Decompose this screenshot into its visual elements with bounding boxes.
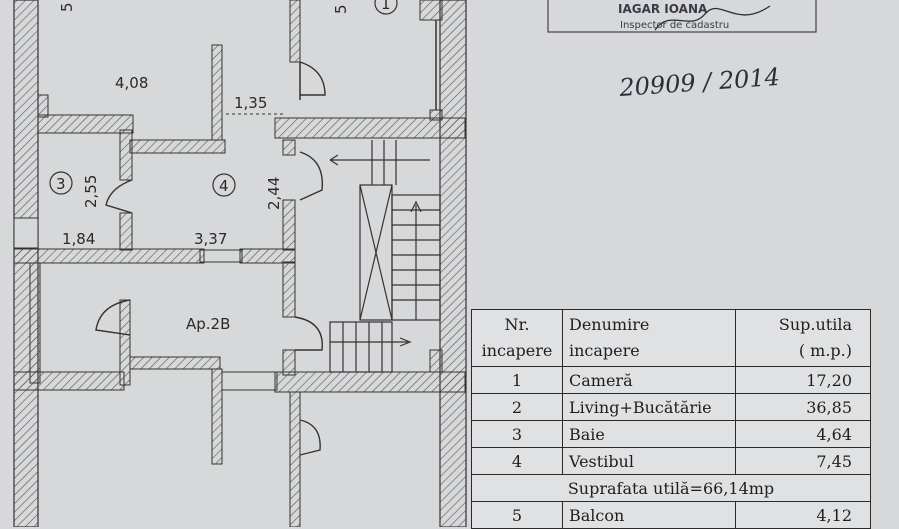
row-area: 36,85 (735, 393, 871, 421)
doors (95, 61, 326, 456)
row-area: 7,45 (735, 447, 871, 475)
staircase (329, 140, 441, 373)
wall-top-right (419, 0, 443, 21)
svg-text:3: 3 (56, 175, 66, 193)
wall-horizontal-upper (37, 44, 466, 154)
table-row: 4 Vestibul 7,45 (471, 447, 871, 475)
row-name: Living+Bucătărie (562, 393, 736, 421)
wall-bath-partition (119, 129, 133, 181)
table-row: 1 Cameră 17,20 (471, 366, 871, 394)
row-nr: 2 (471, 393, 563, 421)
header-nr: Nr. incapere (471, 309, 563, 367)
header-sup-utila: Sup.utila ( m.p.) (735, 309, 871, 367)
svg-text:4: 4 (219, 177, 229, 195)
area-table: Nr. incapere Denumire incapere Sup.utila… (471, 309, 871, 529)
wall-horizontal-lower (13, 299, 466, 527)
table-total-row: Suprafata utilă=66,14mp (471, 474, 871, 502)
cadastre-stamp: IAGAR IOANA Inspector de cadastru (547, 0, 817, 33)
wall-vestibule-right (282, 139, 296, 156)
room-marker-3: 3 (49, 171, 73, 195)
row-area: 17,20 (735, 366, 871, 394)
row-nr: 1 (471, 366, 563, 394)
row-area: 4,12 (735, 501, 871, 529)
row-area: 4,64 (735, 420, 871, 448)
row-nr: 5 (471, 501, 563, 529)
table-header-row: Nr. incapere Denumire incapere Sup.utila… (471, 309, 871, 367)
dimension-1-35: 1,35 (234, 94, 267, 112)
dimension-5-left: 5 (58, 2, 76, 12)
row-nr: 4 (471, 447, 563, 475)
svg-text:1: 1 (381, 0, 391, 13)
row-name: Balcon (562, 501, 736, 529)
header-denumire: Denumire incapere (562, 309, 736, 367)
wall-middle-top (289, 0, 301, 63)
svg-text:IAGAR IOANA: IAGAR IOANA (618, 2, 708, 16)
wall-horizontal-middle (13, 248, 296, 264)
dimension-2-44: 2,44 (265, 177, 283, 210)
row-nr: 3 (471, 420, 563, 448)
handwritten-registration-number: 20909 / 2014 (617, 63, 780, 102)
row-name: Cameră (562, 366, 736, 394)
dimension-5-right: 5 (332, 4, 350, 14)
dimension-3-37: 3,37 (194, 230, 227, 248)
wall-right (439, 0, 467, 527)
wall-living-right (282, 261, 296, 318)
total-usable-area: Suprafata utilă=66,14mp (471, 474, 871, 502)
room-marker-4: 4 (212, 173, 236, 197)
table-row: 5 Balcon 4,12 (471, 501, 871, 529)
dimension-1-84: 1,84 (62, 230, 95, 248)
apartment-label: Ap.2B (186, 315, 230, 333)
table-row: 2 Living+Bucătărie 36,85 (471, 393, 871, 421)
row-name: Vestibul (562, 447, 736, 475)
dimension-2-55: 2,55 (82, 175, 100, 208)
dimension-4-08: 4,08 (115, 74, 148, 92)
row-name: Baie (562, 420, 736, 448)
room-marker-1: 1 (374, 0, 398, 15)
table-row: 3 Baie 4,64 (471, 420, 871, 448)
svg-text:Inspector de cadastru: Inspector de cadastru (620, 20, 729, 31)
